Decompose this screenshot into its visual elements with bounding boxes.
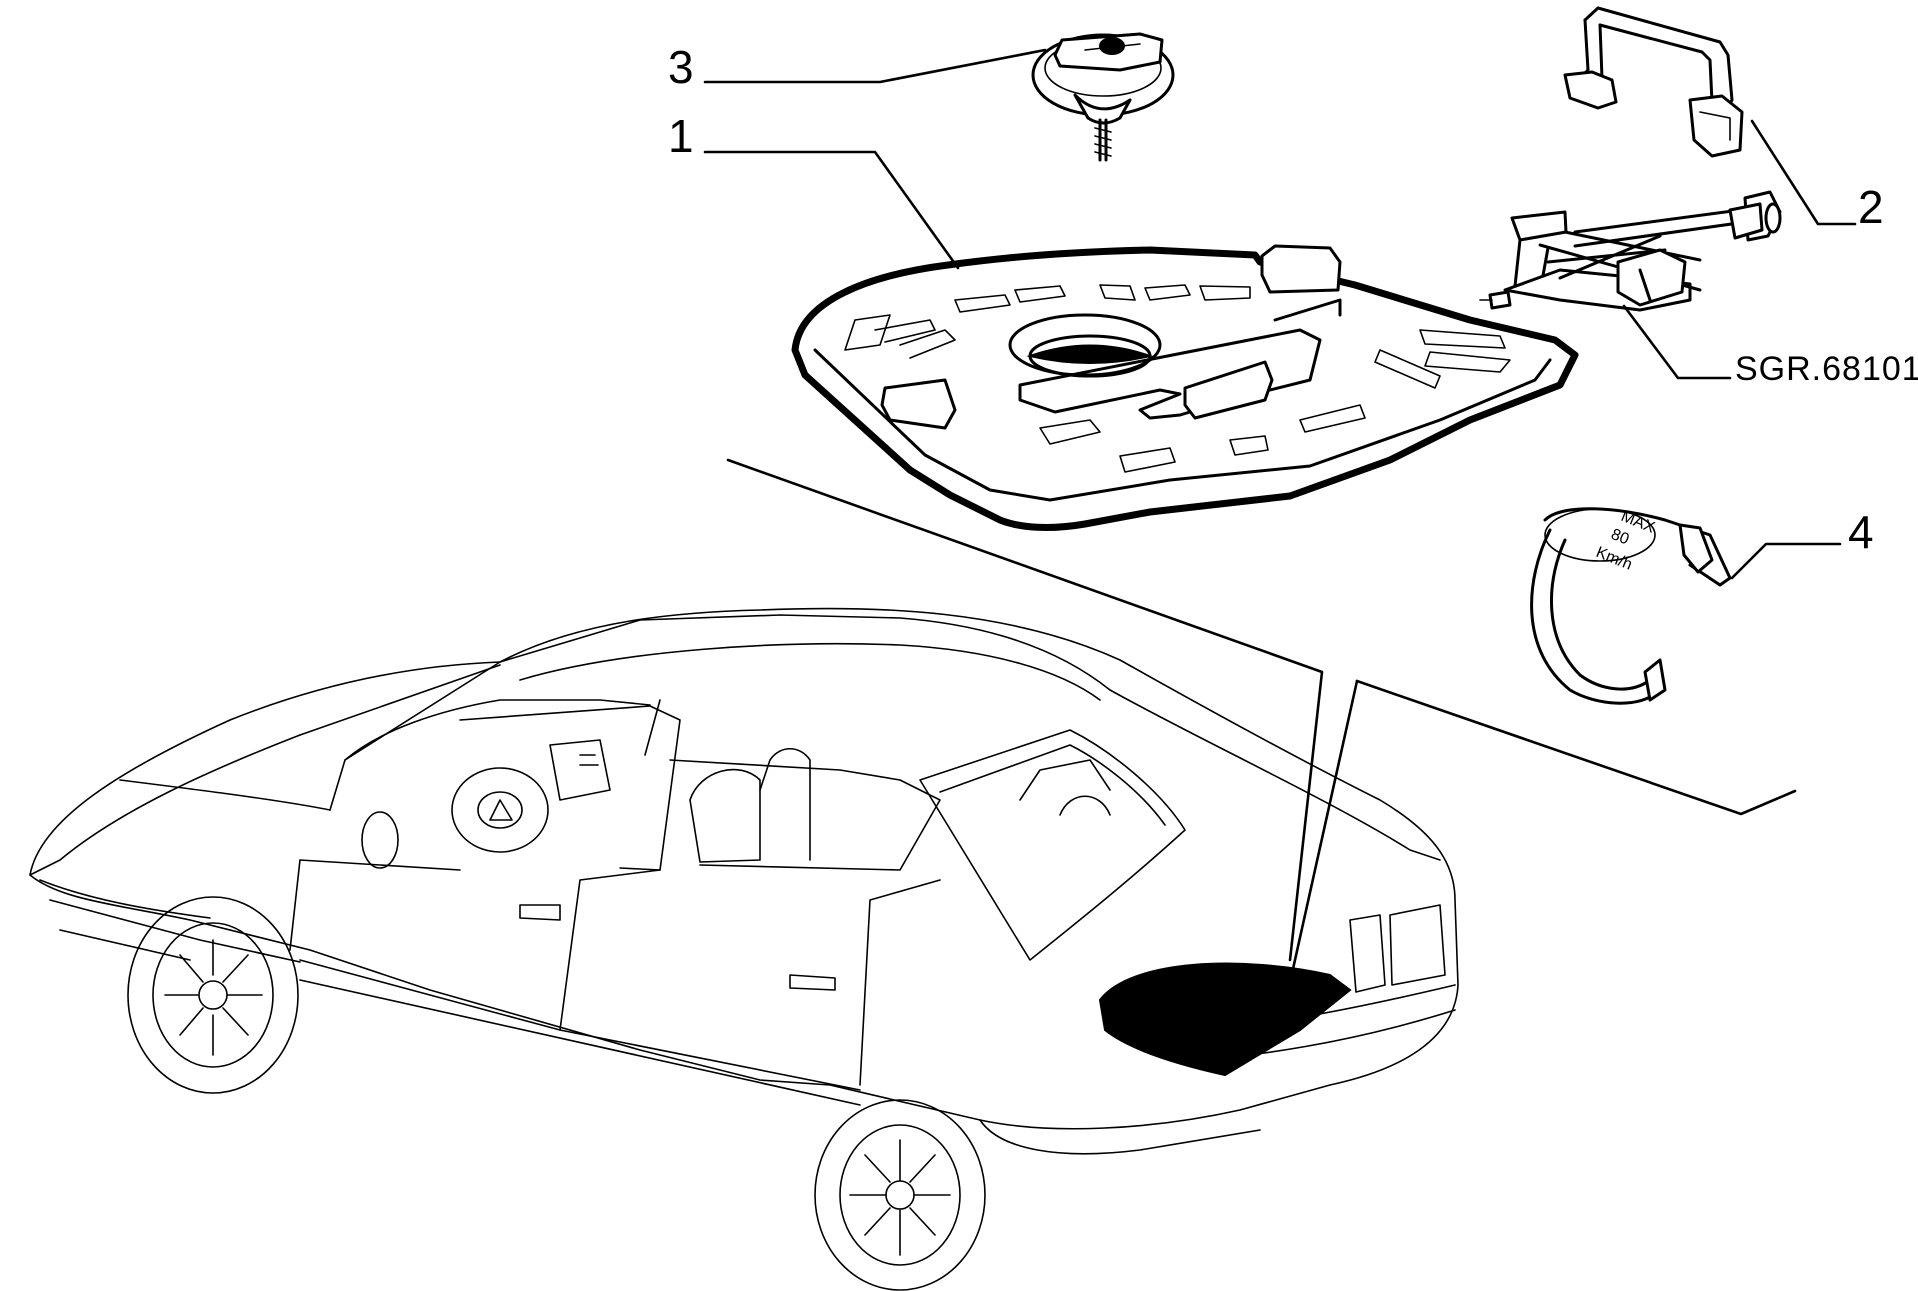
leader-line-1 — [703, 150, 960, 270]
strap-marking-speed: 80 — [1609, 526, 1632, 548]
callout-4: 4 — [1848, 506, 1874, 558]
leader-lines — [703, 48, 1857, 1007]
strap-marking-unit: Km/h — [1594, 544, 1635, 574]
callout-3: 3 — [668, 41, 694, 93]
part-3-wing-nut — [1031, 32, 1175, 162]
callout-labels: 3 1 2 4 SGR.68101 — [668, 41, 1918, 558]
car-illustration — [29, 607, 1459, 1291]
part-1-tool-tray — [791, 244, 1579, 531]
callout-1: 1 — [668, 110, 694, 162]
leader-line-4 — [1730, 542, 1842, 580]
section-pointer — [1283, 679, 1359, 1007]
reference-code: SGR.68101 — [1735, 350, 1918, 388]
leader-line-3 — [703, 48, 1047, 84]
leader-line-2 — [1750, 119, 1857, 226]
jack-assembly — [1479, 190, 1782, 312]
leader-line-sgr — [1622, 304, 1732, 380]
section-line-lower — [1355, 679, 1797, 816]
callout-2: 2 — [1858, 181, 1884, 233]
section-line-upper — [726, 458, 1324, 962]
part-4-strap: MAX 80 Km/h — [1530, 507, 1732, 705]
part-2-bracket — [1563, 6, 1744, 158]
